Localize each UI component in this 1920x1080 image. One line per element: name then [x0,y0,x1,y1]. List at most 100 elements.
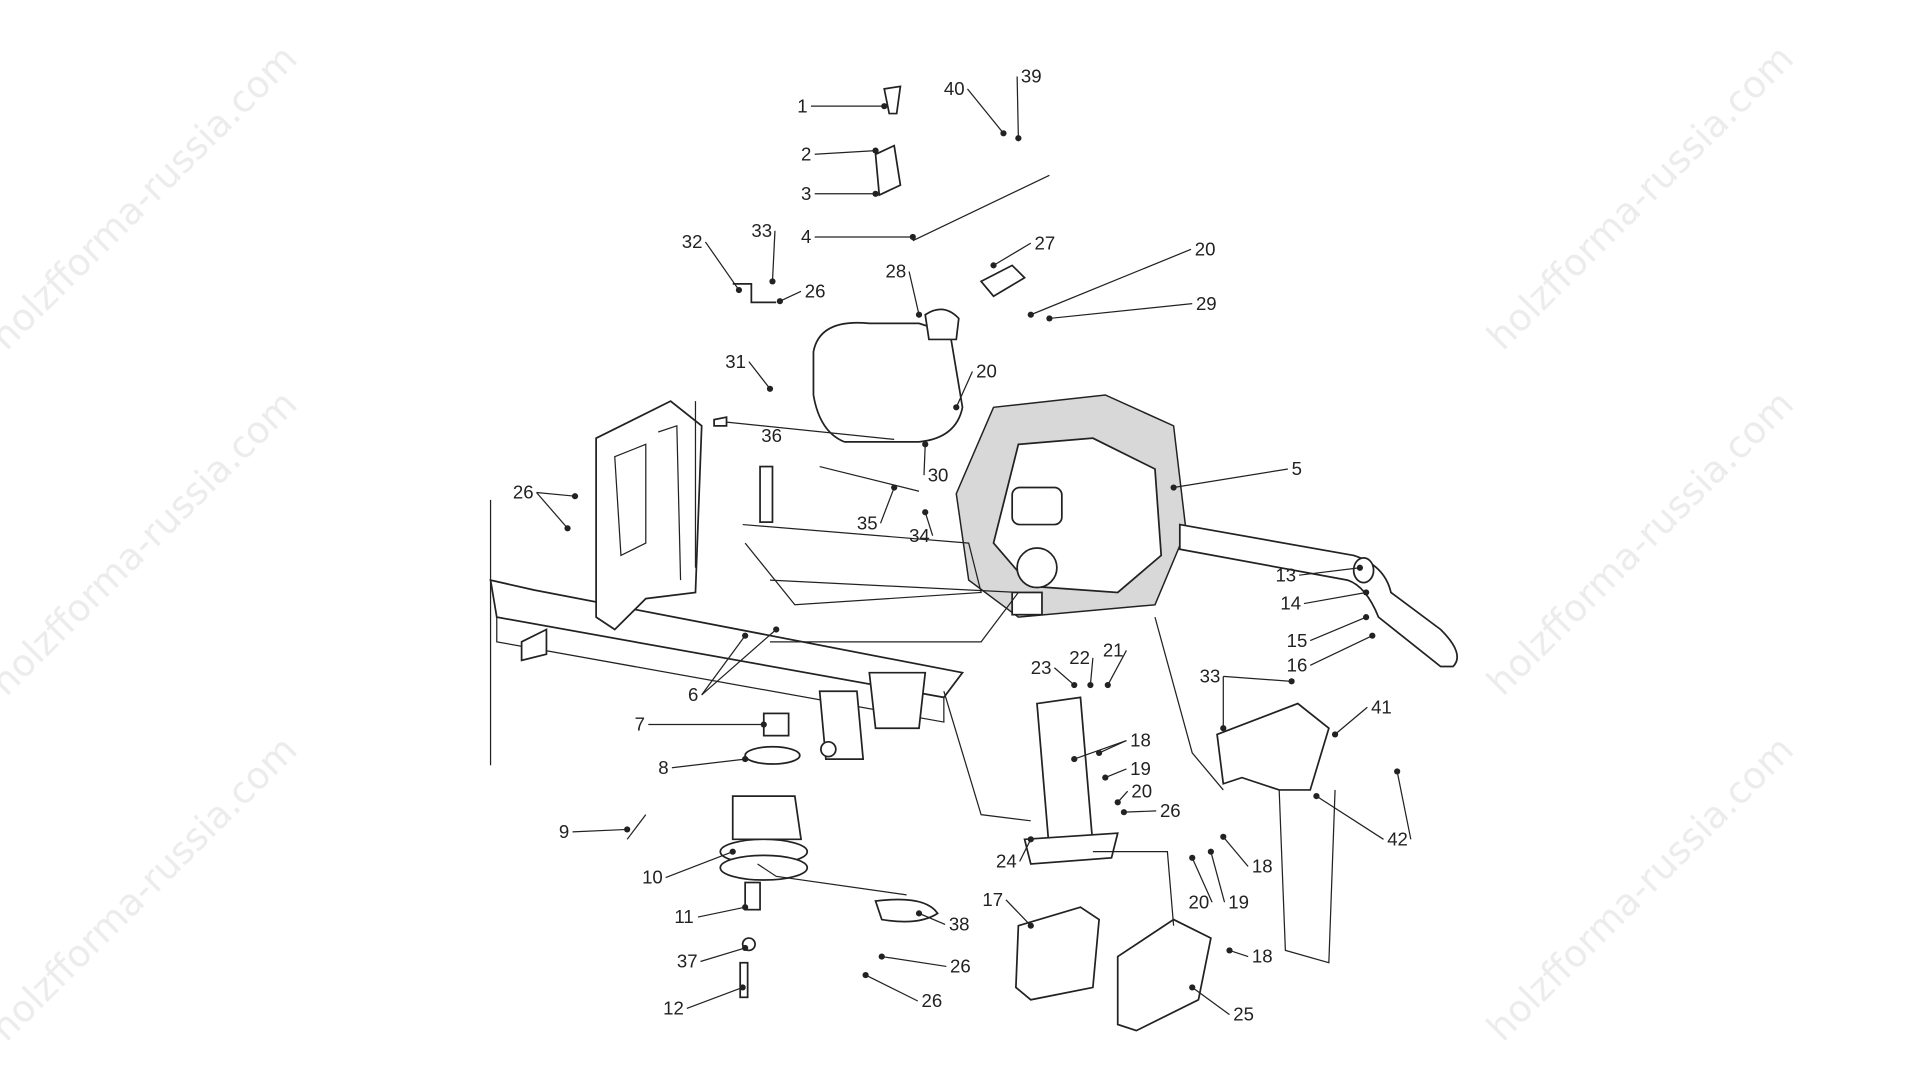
clutch-pulley-assembly [626,712,939,999]
exhaust-pipe [1178,523,1458,668]
muffler-assembly [1015,696,1330,1032]
fastener-part [1369,632,1376,639]
callout-label-34: 34 [909,525,930,546]
leader-line [1005,899,1032,927]
watermark-text: holzfforma-russia.com [0,37,305,358]
callout-label-26: 26 [950,956,971,977]
leader-line [879,487,895,524]
leader-line [665,851,733,879]
callout-label-19: 19 [1130,758,1151,779]
callout-label-36: 36 [761,425,782,446]
leader-line [1396,771,1412,840]
engine [955,394,1187,618]
leader-line [1098,740,1127,754]
leader-line [697,906,746,918]
leader-line [779,290,802,302]
fastener-part [922,441,929,448]
leader-line [536,492,569,529]
leader-line [671,758,746,769]
callout-label-40: 40 [944,78,965,99]
leader-line [686,986,743,1009]
fastener-part [742,904,749,911]
leader-line [1316,795,1384,840]
callout-label-20: 20 [1189,891,1210,912]
callout-label-33: 33 [751,220,772,241]
leader-line [1210,851,1226,903]
fastener-part [729,848,736,855]
callout-label-25: 25 [1233,1004,1254,1025]
callout-label-9: 9 [559,821,569,842]
leader-line [1117,790,1129,803]
leader-line [536,491,576,497]
leader-line [1173,468,1288,489]
leader-line [924,512,934,536]
callout-label-38: 38 [949,914,970,935]
leader-line [771,230,776,282]
control-lever-parts [694,85,1336,964]
watermark-layer: holzfforma-russia.com holzfforma-russia.c… [0,37,1802,1050]
frame-assembly [489,400,965,766]
watermark-text: holzfforma-russia.com [1479,728,1802,1049]
leader-line [814,149,876,155]
fastener-part [1027,311,1034,318]
callout-label-15: 15 [1287,630,1308,651]
callout-label-22: 22 [1069,647,1090,668]
callout-label-35: 35 [857,513,878,534]
leader-line [1107,650,1127,686]
callout-label-24: 24 [996,851,1017,872]
leader-line [1089,657,1094,686]
leader-line [572,828,628,833]
leader-line [881,955,947,968]
watermark-text: holzfforma-russia.com [1479,37,1802,358]
callout-label-8: 8 [658,757,668,778]
callout-label-18: 18 [1130,730,1151,751]
leader-line [1016,76,1019,139]
leader-line [1223,675,1292,682]
callout-label-2: 2 [801,144,811,165]
leader-line [1298,567,1360,576]
callout-label-20: 20 [976,361,997,382]
leader-line [955,371,973,408]
leader-line [1019,839,1032,862]
callout-label-19: 19 [1228,891,1249,912]
callout-label-17: 17 [982,889,1003,910]
fastener-part [1363,589,1370,596]
callout-label-7: 7 [635,714,645,735]
callout-label-41: 41 [1371,696,1392,717]
callout-label-42: 42 [1387,829,1408,850]
callout-label-18: 18 [1252,946,1273,967]
callout-label-27: 27 [1035,232,1056,253]
leader-lines [536,76,1412,1016]
leader-line [1191,857,1213,903]
leader-line [993,242,1032,266]
leader-line [704,241,740,291]
fuel-tank [812,264,1026,443]
callout-label-31: 31 [725,351,746,372]
callout-label-16: 16 [1287,655,1308,676]
callout-label-23: 23 [1031,657,1052,678]
fastener-part [1071,756,1078,763]
leader-line [918,912,946,926]
callout-label-20: 20 [1131,780,1152,801]
callout-label-29: 29 [1196,293,1217,314]
leader-line [700,947,746,963]
callout-label-13: 13 [1275,564,1296,585]
callout-label-4: 4 [801,226,811,247]
leader-line [1222,836,1249,867]
callout-label-10: 10 [642,867,663,888]
callout-label-11: 11 [674,906,693,927]
leader-line [1191,986,1230,1016]
callout-label-18: 18 [1252,856,1273,877]
leader-line [1030,248,1192,316]
callout-label-32: 32 [682,231,703,252]
leader-line [1053,667,1075,686]
callout-label-26: 26 [1160,800,1181,821]
callout-label-6: 6 [688,684,698,705]
callout-label-26: 26 [513,482,534,503]
callout-label-5: 5 [1292,458,1302,479]
callout-label-30: 30 [928,464,949,485]
leader-line [701,629,777,696]
callout-label-21: 21 [1103,640,1124,661]
callout-label-28: 28 [885,261,906,282]
callout-label-26: 26 [922,990,943,1011]
